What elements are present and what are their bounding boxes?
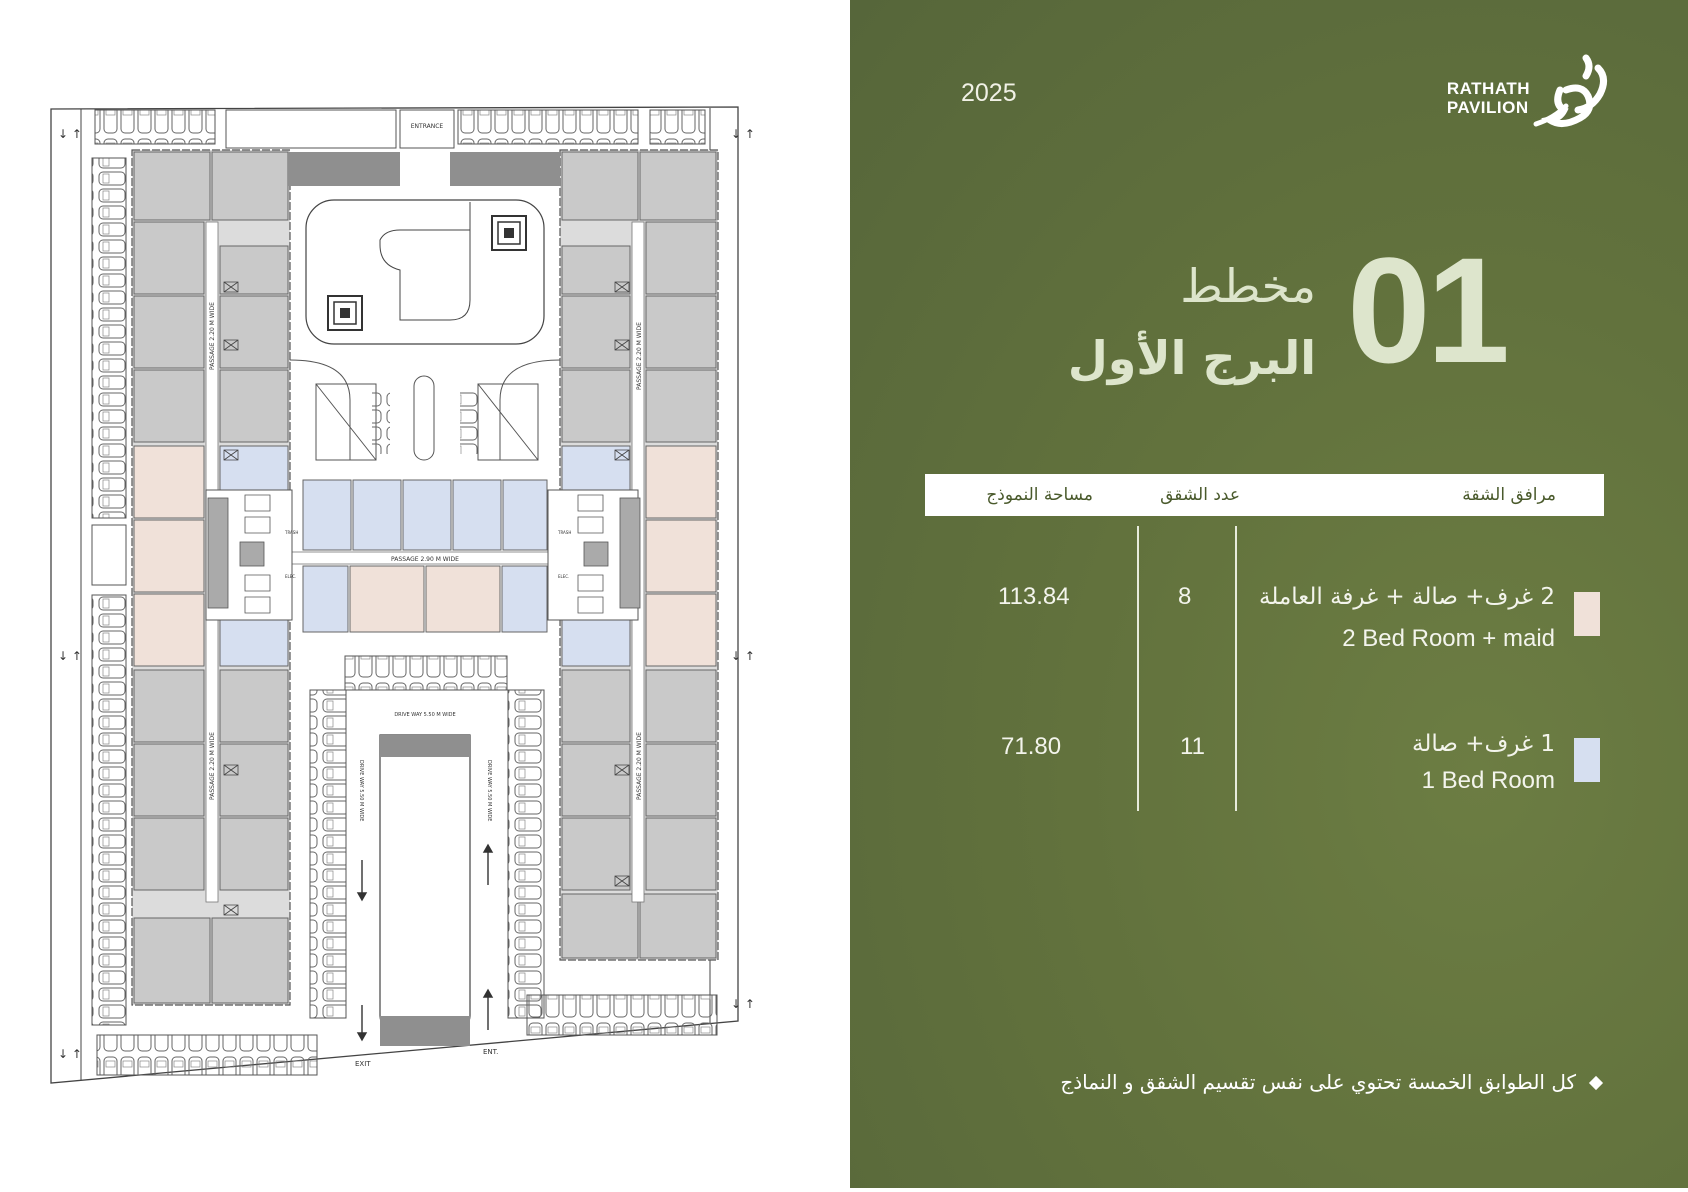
- tower-number: 01: [1347, 226, 1510, 394]
- passage-right-lower-label: PASSAGE 2.20 M WIDE: [636, 732, 643, 800]
- passage-center-label: PASSAGE 2.90 M WIDE: [391, 556, 459, 563]
- brand-name: RATHATH PAVILION: [1447, 79, 1530, 117]
- row2-area: 71.80: [1001, 733, 1062, 760]
- row1-arabic: 2 غرف+ صالة + غرفة العاملة: [1259, 584, 1555, 610]
- svg-text:↓ ↑: ↓ ↑: [58, 127, 82, 141]
- brand-logo-icon: [1533, 54, 1607, 127]
- footnote: كل الطوابق الخمسة تحتوي على نفس تقسيم ال…: [1060, 1070, 1576, 1094]
- brand-name-line1: RATHATH: [1446, 79, 1530, 98]
- ent-label: ENT.: [483, 1048, 498, 1056]
- elec-label-right: ELEC.: [558, 574, 569, 579]
- year-label: 2025: [961, 79, 1017, 107]
- floor-plan-panel: ↓ ↑ ↓ ↑ ↓ ↑ ↓ ↑ ↓ ↑ ↓ ↑ ENTRANCE: [50, 106, 755, 1084]
- brand-name-line2: PAVILION: [1446, 98, 1529, 117]
- exit-label: EXIT: [355, 1060, 371, 1068]
- trash-label-right: TRASH: [557, 530, 571, 535]
- header-area: مساحة النموذج: [986, 485, 1093, 505]
- header-count: عدد الشقق: [1160, 485, 1240, 505]
- passage-right-label: PASSAGE 2.20 M WIDE: [636, 322, 643, 390]
- row1-count: 8: [1178, 583, 1192, 610]
- table-header: مرافق الشقة عدد الشقق مساحة النموذج: [925, 474, 1604, 516]
- svg-text:↓ ↑: ↓ ↑: [731, 649, 755, 663]
- title-line2: البرج الأول: [1067, 331, 1316, 385]
- trash-label-left: TRASH: [284, 530, 298, 535]
- driveway-left-label: DRIVE WAY 5.50 M WIDE: [358, 760, 364, 821]
- row1-area: 113.84: [998, 583, 1070, 610]
- column-divider: [1137, 526, 1139, 811]
- row2-arabic: 1 غرف+ صالة: [1412, 731, 1555, 757]
- row2-english: 1 Bed Room: [1421, 767, 1555, 794]
- driveway-right-label: DRIVE WAY 5.50 M WIDE: [486, 760, 492, 821]
- driveway-top-label: DRIVE WAY 5.50 M WIDE: [394, 712, 455, 718]
- elec-label-left: ELEC.: [285, 574, 296, 579]
- swatch-2bed: [1574, 592, 1600, 636]
- header-facilities: مرافق الشقة: [1462, 485, 1556, 505]
- svg-text:↓ ↑: ↓ ↑: [731, 997, 755, 1011]
- svg-text:↓ ↑: ↓ ↑: [731, 127, 755, 141]
- title-line1: مخطط: [1180, 259, 1316, 313]
- row2-count: 11: [1180, 733, 1205, 760]
- entrance-label: ENTRANCE: [411, 123, 444, 130]
- bullet-icon: [1588, 1075, 1604, 1091]
- column-divider: [1235, 526, 1237, 811]
- passage-left-label: PASSAGE 2.20 M WIDE: [209, 302, 216, 370]
- swatch-1bed: [1574, 738, 1600, 782]
- info-panel: 2025 RATHATH PAVILION 01 مخطط البرج الأو…: [850, 0, 1688, 1188]
- passage-left-lower-label: PASSAGE 2.20 M WIDE: [209, 732, 216, 800]
- svg-text:↓ ↑: ↓ ↑: [58, 649, 82, 663]
- row1-english: 2 Bed Room + maid: [1342, 625, 1555, 652]
- floor-plan-drawing: ↓ ↑ ↓ ↑ ↓ ↑ ↓ ↑ ↓ ↑ ↓ ↑ ENTRANCE: [50, 106, 755, 1084]
- svg-text:↓ ↑: ↓ ↑: [58, 1047, 82, 1061]
